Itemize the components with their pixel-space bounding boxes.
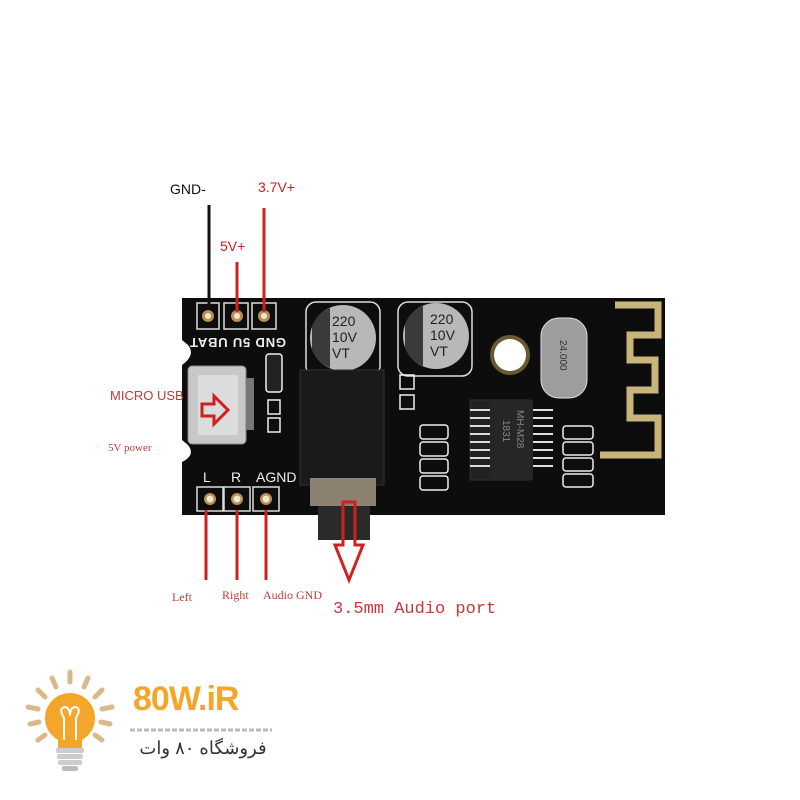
callout-5v: 5V+ (220, 238, 246, 254)
svg-text:MH-M28: MH-M28 (514, 410, 525, 449)
callout-audio-port: 3.5mm Audio port (333, 600, 497, 619)
callout-left: Left (172, 590, 192, 604)
bluetooth-chip: MH-M28 1831 (469, 399, 553, 481)
capacitor-2: 220 10V VT (397, 301, 473, 377)
logo-bulb-icon (25, 669, 115, 771)
audio-arrow-icon (332, 500, 366, 585)
callout-audio-gnd: Audio GND (263, 588, 322, 602)
cap-value: 220 (430, 311, 454, 327)
svg-text:24.000: 24.000 (557, 340, 568, 371)
pin-label-l: L (203, 469, 211, 485)
callout-5v-power: 5V power (108, 442, 152, 454)
usb-arrow-icon (200, 392, 231, 428)
antenna-trace (600, 301, 662, 459)
svg-text:1831: 1831 (500, 420, 511, 443)
audio-jack (299, 369, 385, 540)
cap-series: VT (430, 343, 448, 359)
pin-label-agnd: AGND (256, 469, 296, 485)
cap-voltage: 10V (430, 327, 456, 343)
cap-value: 220 (332, 313, 356, 329)
pin-label-r: R (231, 469, 241, 485)
callout-right: Right (222, 588, 249, 602)
pcb-board: GND 5U UBAT 220 10V VT 220 10V VT (182, 298, 665, 540)
callout-gnd: GND- (170, 181, 206, 197)
logo-brand: 80W.iR (133, 680, 239, 719)
crystal: 24.000 (540, 317, 588, 399)
micro-usb-port (187, 365, 254, 445)
callout-micro-usb: MICRO USB (110, 388, 184, 403)
logo-tagline: فروشگاه ۸۰ وات (139, 738, 267, 758)
logo-brand-text: 80W.iR (133, 680, 239, 718)
callout-3v7: 3.7V+ (258, 179, 295, 195)
cap-voltage: 10V (332, 329, 358, 345)
power-pin-labels: GND 5U UBAT (190, 335, 286, 350)
cap-series: VT (332, 345, 350, 361)
